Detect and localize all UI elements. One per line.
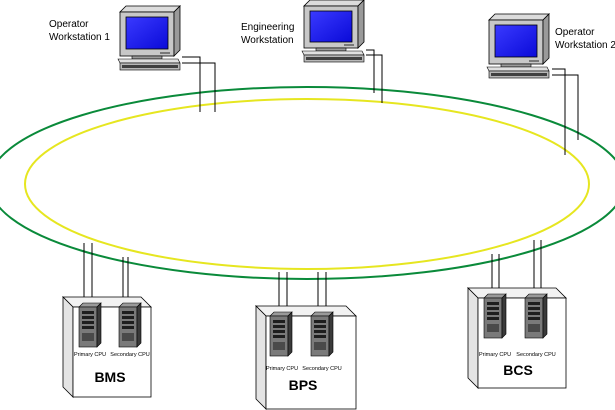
bps-secondary-cpu-icon (310, 311, 334, 357)
ows1-cable-b (182, 62, 216, 112)
ows1-label: Operator Workstation 1 (49, 18, 110, 44)
ows1-label-line1: Operator (49, 19, 89, 30)
ows2-label-line2: Workstation 2 (555, 40, 615, 51)
bps-primary-cpu-icon (269, 311, 293, 357)
bms-primary-cpu-label: Primary CPU (74, 352, 106, 358)
ews-cable-a (366, 49, 375, 93)
bms-secondary-cpu-label: Secondary CPU (110, 352, 149, 358)
bps-controller-box: Primary CPU Secondary CPU BPS (255, 305, 357, 410)
bps-primary-cpu-label: Primary CPU (266, 366, 298, 372)
ows1-cable-a (182, 56, 201, 112)
bcs-secondary-cpu-label: Secondary CPU (516, 352, 555, 358)
ows2-cable-b (552, 74, 579, 140)
ews-cable-b (366, 54, 383, 103)
bms-controller-name: BMS (94, 369, 125, 385)
ows1-computer-icon (117, 5, 181, 71)
workstation-cables (182, 49, 579, 155)
bcs-primary-cpu-icon (483, 293, 507, 339)
ews-label-line2: Workstation (241, 35, 294, 46)
bcs-controller-box: Primary CPU Secondary CPU BCS (467, 287, 567, 389)
bps-controller-name: BPS (289, 377, 318, 393)
ows2-cable-a (552, 68, 566, 155)
outer-network-ring (0, 86, 615, 280)
bms-primary-cpu-icon (78, 302, 102, 348)
ews-label: Engineering Workstation (241, 21, 294, 47)
bcs-secondary-cpu-icon (524, 293, 548, 339)
ews-label-line1: Engineering (241, 22, 295, 33)
bms-secondary-cpu-icon (118, 302, 142, 348)
ows2-label-line1: Operator (555, 27, 595, 38)
inner-network-ring (24, 98, 590, 270)
bcs-primary-cpu-label: Primary CPU (479, 352, 511, 358)
ows2-computer-icon (486, 13, 550, 79)
ews-computer-icon (301, 0, 365, 63)
bps-secondary-cpu-label: Secondary CPU (302, 366, 341, 372)
ows1-label-line2: Workstation 1 (49, 32, 110, 43)
bcs-controller-name: BCS (503, 362, 533, 378)
ows2-label: Operator Workstation 2 (555, 26, 615, 52)
bms-controller-box: Primary CPU Secondary CPU BMS (62, 296, 152, 398)
